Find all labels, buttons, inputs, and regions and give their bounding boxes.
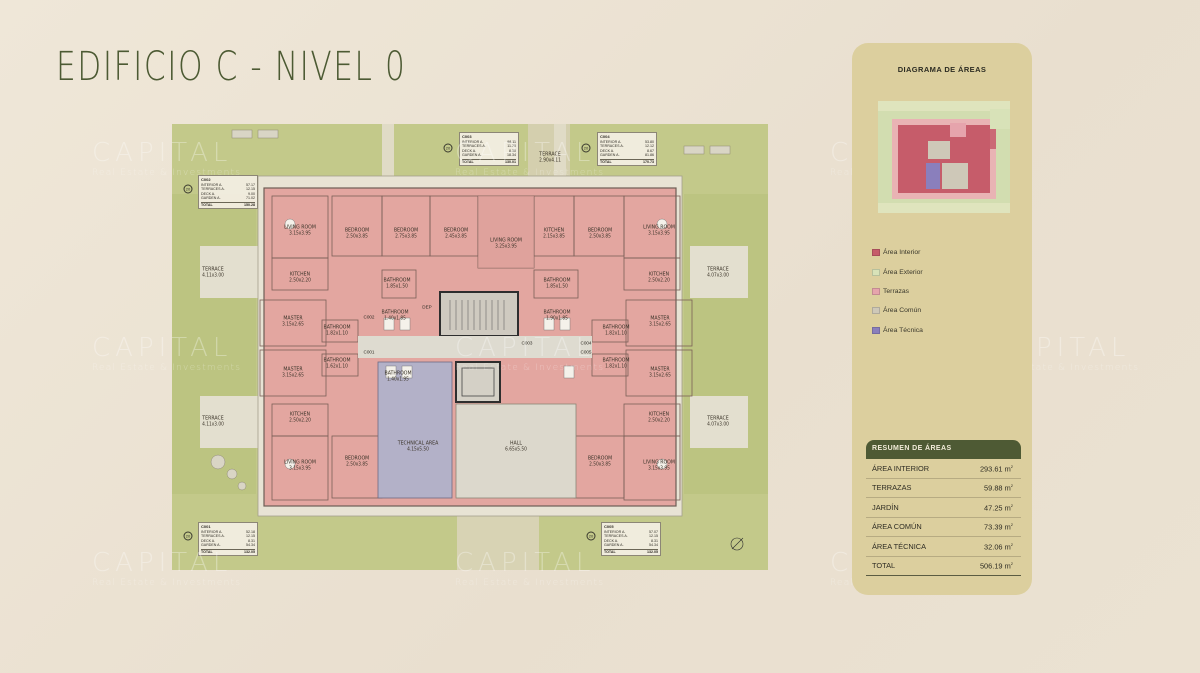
summary-header: RESUMEN DE ÁREAS bbox=[866, 440, 1021, 459]
legend-swatch bbox=[872, 307, 880, 315]
elevator bbox=[455, 361, 501, 403]
level-marker: 20 bbox=[586, 531, 596, 541]
legend-item-exterior: Área Exterior bbox=[872, 262, 923, 281]
terrace-west-2 bbox=[200, 396, 258, 448]
unit-tag: C002 bbox=[363, 314, 375, 320]
summary-row-terraces: TERRAZAS 59.88 m2 bbox=[866, 479, 1021, 498]
terrace-west-1 bbox=[200, 246, 258, 298]
legend-item-technical: Área Técnica bbox=[872, 321, 923, 340]
area-mini-diagram bbox=[878, 101, 1010, 213]
unit-tag: C003 bbox=[521, 340, 533, 346]
corridor bbox=[358, 336, 592, 358]
terrace-east-1 bbox=[690, 246, 748, 298]
legend-swatch bbox=[872, 287, 880, 295]
level-marker: 20 bbox=[581, 143, 591, 153]
summary-row-interior: ÁREA INTERIOR 293.61 m2 bbox=[866, 459, 1021, 479]
unit-tag: C005 bbox=[580, 349, 592, 355]
legend-item-interior: Área Interior bbox=[872, 243, 923, 262]
level-marker: 20 bbox=[183, 184, 193, 194]
legend-item-terraces: Terrazas bbox=[872, 282, 923, 301]
card-title: DIAGRAMA DE ÁREAS bbox=[897, 65, 987, 74]
area-summary: RESUMEN DE ÁREAS ÁREA INTERIOR 293.61 m2… bbox=[866, 440, 1021, 576]
level-marker: 20 bbox=[183, 531, 193, 541]
area-legend: Área Interior Área Exterior Terrazas Áre… bbox=[872, 243, 923, 340]
unit-tag: DEP bbox=[422, 304, 432, 310]
legend-swatch bbox=[872, 268, 880, 276]
technical-area bbox=[377, 361, 453, 499]
terrace-east-2 bbox=[690, 396, 748, 448]
floor-plan-drawing bbox=[172, 124, 768, 570]
legend-item-common: Área Común bbox=[872, 301, 923, 320]
page-title: EDIFICIO C - NIVEL 0 bbox=[56, 44, 407, 90]
stair-core bbox=[439, 291, 519, 337]
hall bbox=[455, 403, 577, 499]
summary-row-technical: ÁREA TÉCNICA 32.06 m2 bbox=[866, 537, 1021, 557]
summary-row-common: ÁREA COMÚN 73.39 m2 bbox=[866, 518, 1021, 537]
area-diagram-card: DIAGRAMA DE ÁREAS Área Interior Área Ext… bbox=[852, 43, 1032, 595]
north-arrow-icon bbox=[730, 537, 744, 551]
legend-swatch bbox=[872, 249, 880, 257]
unit-tag: C001 bbox=[363, 349, 375, 355]
summary-row-garden: JARDÍN 47.25 m2 bbox=[866, 498, 1021, 518]
legend-swatch bbox=[872, 326, 880, 334]
unit-tag: C004 bbox=[580, 340, 592, 346]
summary-row-total: TOTAL 506.19 m2 bbox=[866, 557, 1021, 576]
level-marker: 20 bbox=[443, 143, 453, 153]
